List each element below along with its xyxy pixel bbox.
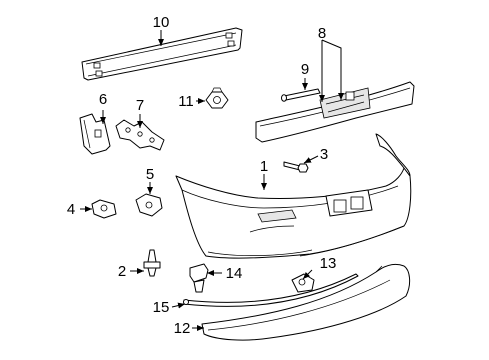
nut-clip-part	[189, 263, 209, 293]
push-pin-part	[143, 249, 161, 277]
callout-12: 12	[174, 320, 191, 337]
bumper-cover-part	[175, 133, 412, 259]
callout-2: 2	[118, 263, 126, 280]
lower-valance-part	[201, 263, 411, 341]
callout-1: 1	[260, 158, 268, 175]
callout-15: 15	[153, 299, 170, 316]
callout-10: 10	[153, 14, 170, 31]
callout-13: 13	[320, 255, 337, 272]
bracket-nut-part	[291, 273, 315, 293]
energy-absorber-part	[255, 81, 415, 143]
callout-9: 9	[301, 61, 309, 78]
side-bracket-part	[79, 113, 111, 155]
callout-4: 4	[67, 201, 75, 218]
retainer-clip-part	[91, 199, 117, 219]
callout-7: 7	[136, 97, 144, 114]
leader-lines	[80, 30, 344, 331]
impact-bar-part	[81, 27, 243, 81]
callout-11: 11	[178, 93, 194, 110]
bolt-part	[283, 161, 309, 173]
callout-5: 5	[146, 166, 154, 183]
callout-8: 8	[318, 25, 326, 42]
support-bracket-part	[115, 119, 165, 151]
callout-3: 3	[320, 146, 328, 163]
callout-14: 14	[226, 265, 243, 282]
push-nut-part	[205, 87, 229, 109]
callout-labels: 10 8 9 11 6 7 1 3 5 4 2 14 13 15 12	[67, 14, 337, 337]
bracket-clip-part	[135, 193, 163, 217]
callout-6: 6	[99, 91, 107, 108]
molding-strip-part	[183, 273, 359, 307]
absorber-pin-part	[281, 88, 321, 102]
